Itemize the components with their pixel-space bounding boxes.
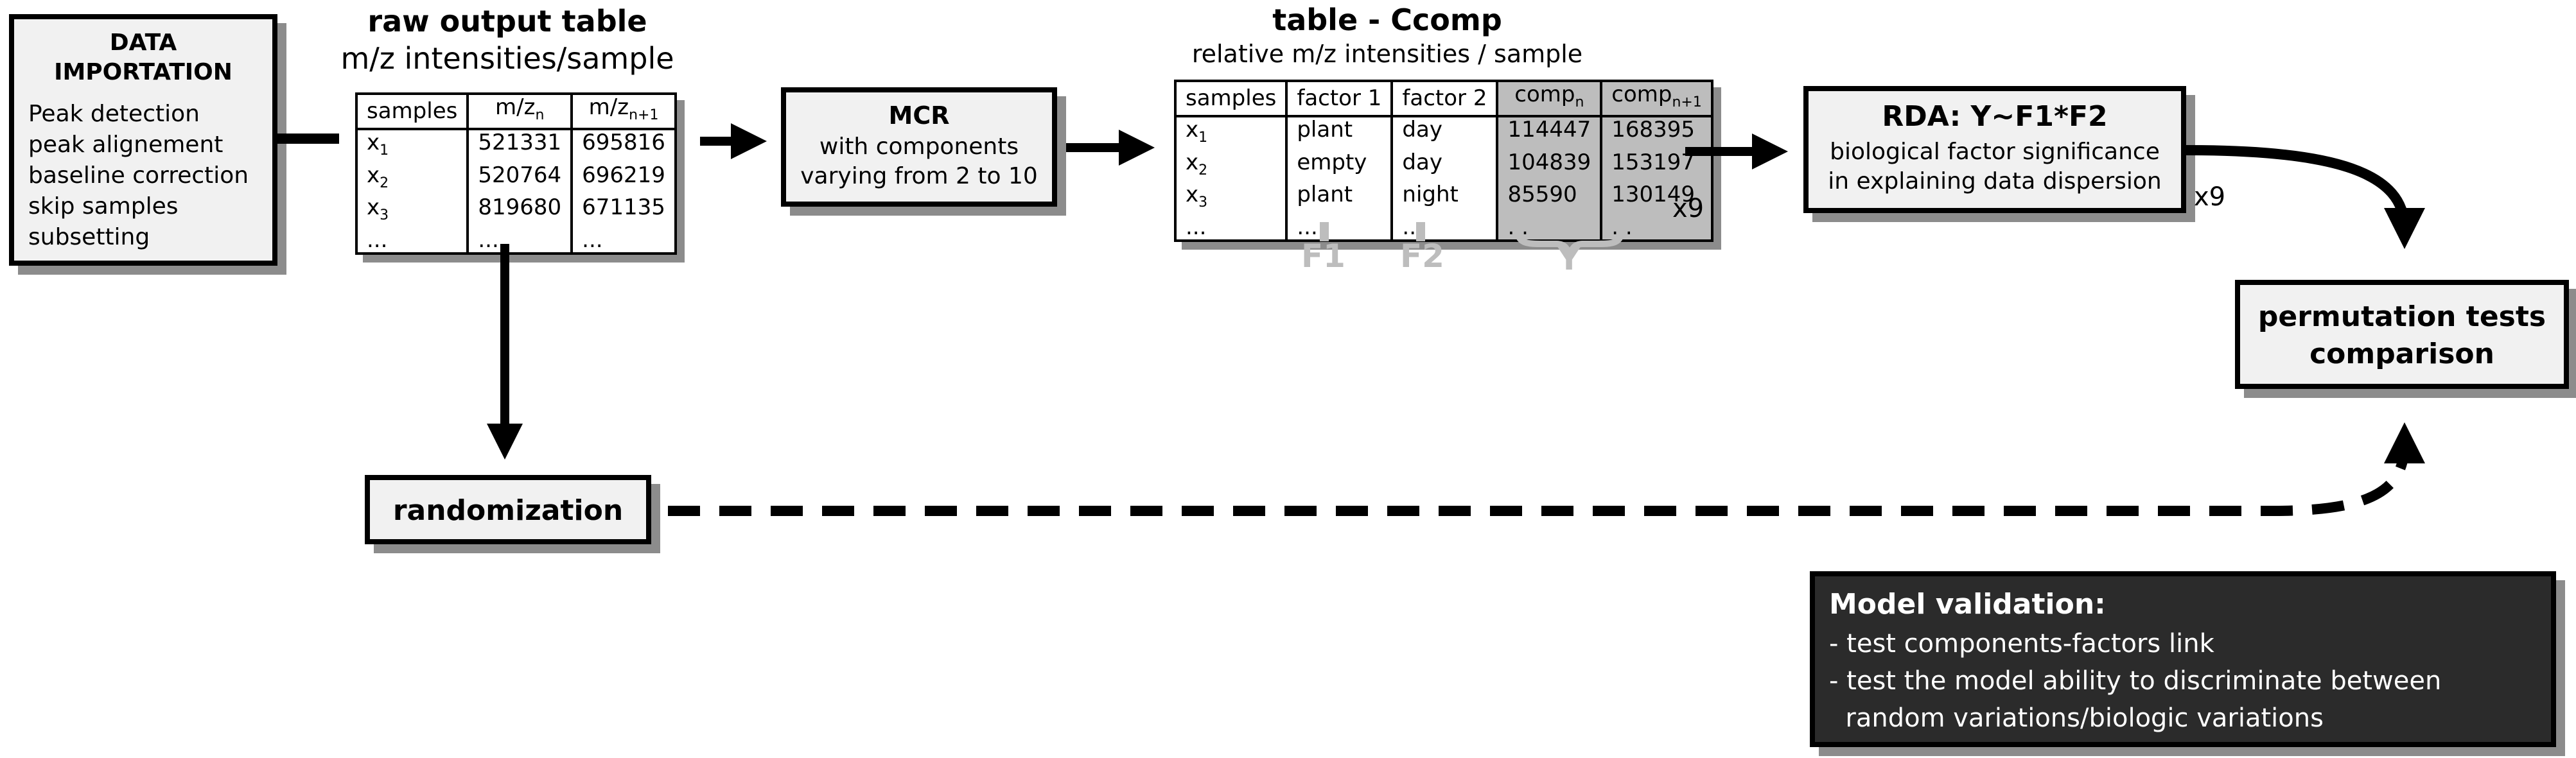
step-item: baseline correction: [28, 162, 249, 189]
step-item: subsetting: [28, 224, 150, 250]
table-row: .........: [355, 228, 677, 255]
rda-multiplier: x9: [2194, 182, 2226, 212]
y-brace: [1514, 224, 1625, 258]
ccomp-multiplier: x9: [1672, 194, 1704, 223]
header-cell: samples: [1173, 80, 1288, 117]
model-validation-item: random variations/biologic variations: [1829, 703, 2324, 733]
header-cell: m/zn+1: [570, 92, 677, 130]
header-cell: compn: [1496, 80, 1603, 117]
randomization-box: randomization: [365, 475, 651, 544]
model-validation-title: Model validation:: [1829, 588, 2106, 621]
header-cell: factor 1: [1285, 80, 1394, 117]
ccomp-table-subtitle: relative m/z intensities / sample: [1191, 40, 1583, 68]
raw-table-subtitle: m/z intensities/sample: [340, 41, 674, 76]
ccomp-table: samples factor 1 factor 2 compn compn+1 …: [1173, 80, 1713, 243]
model-validation-item: - test the model ability to discriminate…: [1829, 666, 2442, 696]
mcr-line2: varying from 2 to 10: [800, 163, 1038, 189]
step-item: peak alignement: [28, 132, 223, 158]
step-item: Peak detection: [28, 101, 200, 127]
header-cell: compn+1: [1600, 80, 1713, 117]
permutation-line2: comparison: [2309, 338, 2494, 370]
arrow-randomization-to-permutation: [668, 422, 2425, 516]
mcr-box: MCR with components varying from 2 to 10: [781, 87, 1057, 207]
rda-box: RDA: Y~F1*F2 biological factor significa…: [1803, 86, 2186, 213]
header-cell: factor 2: [1390, 80, 1499, 117]
f2-label: F2: [1400, 237, 1444, 275]
f1-label: F1: [1301, 237, 1345, 275]
permutation-line1: permutation tests: [2257, 300, 2546, 333]
randomization-label: randomization: [392, 494, 624, 527]
mcr-line1: with components: [819, 134, 1019, 160]
rda-line1: biological factor significance: [1830, 139, 2160, 165]
rda-title: RDA: Y~F1*F2: [1882, 100, 2108, 133]
rda-line2: in explaining data dispersion: [1828, 168, 2162, 194]
raw-table-title: raw output table: [367, 4, 647, 39]
data-importation-steps: Peak detection peak alignement baseline …: [28, 99, 249, 253]
header-cell: m/zn: [466, 92, 574, 130]
mcr-title: MCR: [888, 101, 950, 130]
model-validation-box: Model validation: - test components-fact…: [1810, 571, 2556, 747]
data-importation-title: DATA IMPORTATION: [54, 30, 232, 85]
header-cell: samples: [355, 92, 469, 130]
model-validation-item: - test components-factors link: [1829, 629, 2214, 659]
arrow-rda-to-permutation: [2186, 145, 2425, 249]
ccomp-table-title: table - Ccomp: [1272, 3, 1502, 37]
permutation-tests-box: permutation tests comparison: [2235, 280, 2569, 389]
step-item: skip samples: [28, 193, 179, 220]
data-importation-box: DATA IMPORTATION Peak detection peak ali…: [9, 14, 277, 266]
